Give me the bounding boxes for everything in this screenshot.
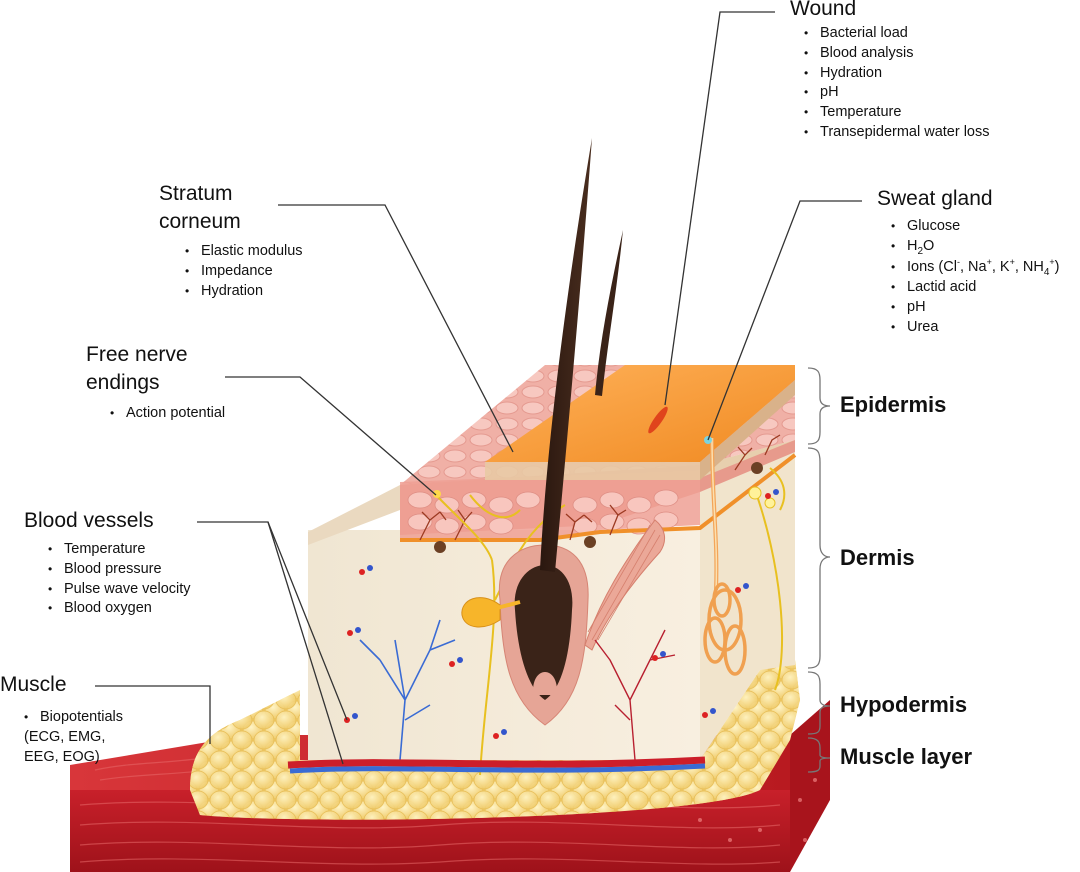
list-item: (ECG, EMG,: [24, 729, 106, 745]
k-superscript: +: [1009, 256, 1015, 267]
list-item: pH: [801, 83, 990, 103]
blood-vessels-title: Blood vessels: [24, 509, 154, 532]
sweat-gland-title: Sweat gland: [877, 187, 993, 210]
artery: [287, 756, 706, 769]
layer-label-dermis: Dermis: [840, 545, 915, 570]
sweat-gland-list: Glucose H2O Ions (Cl-, Na+, K+, NH4+) La…: [888, 217, 1060, 338]
muscle-side-face: [790, 700, 830, 872]
list-item: Blood oxygen: [45, 599, 191, 619]
h2o-h: H: [907, 237, 918, 254]
list-item: Glucose: [888, 217, 1060, 237]
list-item: H2O: [888, 237, 1060, 258]
list-item: EEG, EOG): [24, 748, 100, 765]
sweat-gland-coil: [703, 582, 747, 676]
nerve-leader: [225, 376, 437, 496]
stratum-corneum-title-line1: Stratum: [159, 182, 233, 205]
list-item: pH: [888, 298, 1060, 318]
ions-text: , K: [991, 258, 1010, 275]
ions-text: , NH: [1014, 258, 1044, 275]
stratum-corneum-list: Elastic modulus Impedance Hydration: [182, 242, 303, 301]
list-item: Blood analysis: [801, 44, 990, 64]
h2o-subscript: 2: [917, 245, 924, 257]
blood-vessels-list: Temperature Blood pressure Pulse wave ve…: [45, 540, 191, 619]
list-item: Hydration: [801, 64, 990, 84]
dermis-side: [700, 440, 795, 760]
stratum-leader: [278, 204, 514, 453]
na-superscript: +: [986, 256, 992, 267]
free-nerve-title-line1: Free nerve: [86, 343, 188, 366]
wound-list: Bacterial load Blood analysis Hydration …: [801, 24, 990, 143]
list-item: Urea: [888, 318, 1060, 338]
muscle-leader: [95, 685, 211, 744]
nerve-node-icon: [434, 541, 446, 553]
h2o-o: O: [923, 237, 935, 254]
muscle-title: Muscle: [0, 673, 67, 696]
layer-label-epidermis: Epidermis: [840, 392, 947, 417]
list-item: Ions (Cl-, Na+, K+, NH4+): [888, 256, 1060, 279]
wound-leader: [664, 11, 775, 406]
list-item: Temperature: [45, 540, 191, 560]
nh4-subscript: 4: [1043, 266, 1050, 278]
vein: [289, 763, 706, 774]
ions-text: Ions (Cl: [907, 258, 957, 275]
list-item: Blood pressure: [45, 560, 191, 580]
list-item: Action potential: [107, 404, 225, 424]
layer-label-muscle-layer: Muscle layer: [840, 744, 973, 769]
list-item: Impedance: [182, 262, 303, 282]
list-item: Bacterial load: [801, 24, 990, 44]
layer-label-hypodermis: Hypodermis: [840, 692, 968, 717]
ions-text: , Na: [959, 258, 987, 275]
free-nerve-list: Action potential: [107, 404, 225, 424]
free-nerve-title-line2: endings: [86, 371, 160, 394]
nh4-superscript: +: [1049, 256, 1055, 267]
wound-title: Wound: [790, 0, 857, 20]
list-item: Temperature: [801, 103, 990, 123]
muscle-list: Biopotentials: [21, 708, 123, 728]
stratum-corneum-title-line2: corneum: [159, 210, 241, 233]
hair-shaft: [540, 138, 592, 572]
sweat-leader: [707, 200, 862, 441]
blood-leader-2: [267, 521, 344, 765]
ions-text: ): [1054, 258, 1060, 275]
list-item: Biopotentials: [21, 708, 123, 728]
muscle-list-continued: (ECG, EMG, EEG, EOG): [24, 728, 105, 768]
cl-superscript: -: [956, 256, 960, 267]
list-item: Transepidermal water loss: [801, 123, 990, 143]
list-item: Lactid acid: [888, 278, 1060, 298]
list-item: Pulse wave velocity: [45, 580, 191, 600]
list-item: Hydration: [182, 282, 303, 302]
list-item: Elastic modulus: [182, 242, 303, 262]
